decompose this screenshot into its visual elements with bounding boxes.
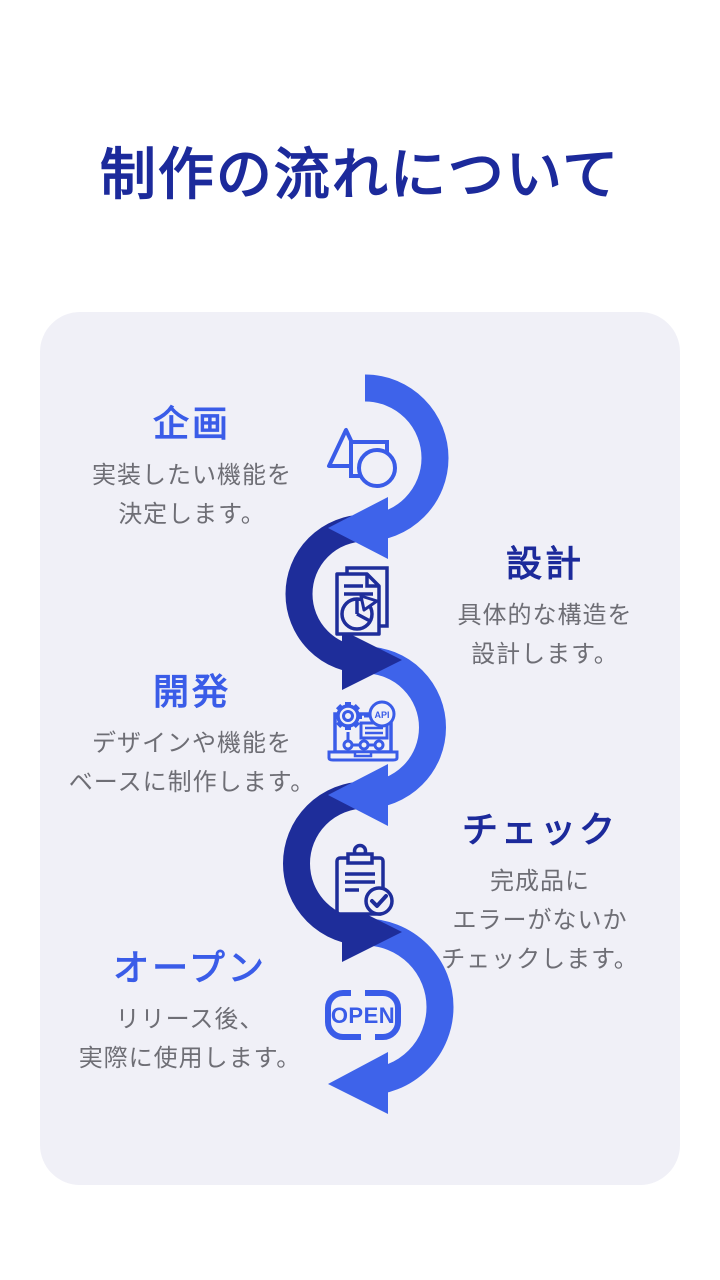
clipboard-check-icon xyxy=(321,842,405,926)
document-chart-icon xyxy=(321,560,405,644)
step-design: 設計 具体的な構造を 設計します。 xyxy=(420,542,670,674)
flow-arc-3 xyxy=(328,646,446,826)
flow-arc-2 xyxy=(285,514,402,690)
flow-arc-4 xyxy=(283,781,402,962)
step-check: チェック 完成品に エラーがないか チェックします。 xyxy=(412,808,668,979)
flow-arc-5 xyxy=(328,918,454,1114)
step-open-label: オープン xyxy=(113,947,267,988)
step-plan: 企画 実装したい機能を 決定します。 xyxy=(62,402,322,534)
step-design-label: 設計 xyxy=(505,543,584,584)
step-design-desc: 具体的な構造を 設計します。 xyxy=(457,602,633,668)
api-laptop-icon: API xyxy=(321,694,405,778)
step-develop: 開発 デザインや機能を ベースに制作します。 xyxy=(52,670,332,802)
plan-shapes-icon xyxy=(321,418,405,502)
step-plan-desc: 実装したい機能を 決定します。 xyxy=(92,462,292,528)
api-badge-icon: API xyxy=(368,700,396,728)
step-develop-desc: デザインや機能を ベースに制作します。 xyxy=(68,730,316,796)
step-open: オープン リリース後、 実際に使用します。 xyxy=(55,946,325,1078)
step-check-desc: 完成品に エラーがないか チェックします。 xyxy=(441,868,639,973)
flow-arc-1 xyxy=(328,374,449,559)
flow-card: API OP xyxy=(40,312,680,1185)
page-title: 制作の流れについて xyxy=(99,143,621,206)
open-sign-icon: OPEN xyxy=(321,974,405,1058)
flow-arrows-graphic xyxy=(283,374,454,1114)
step-open-desc: リリース後、 実際に使用します。 xyxy=(78,1006,302,1072)
step-plan-label: 企画 xyxy=(152,403,231,444)
gear-icon xyxy=(334,702,362,730)
svg-text:API: API xyxy=(374,710,389,720)
step-develop-label: 開発 xyxy=(152,671,231,712)
svg-text:OPEN: OPEN xyxy=(331,1003,395,1028)
step-check-label: チェック xyxy=(461,809,618,850)
